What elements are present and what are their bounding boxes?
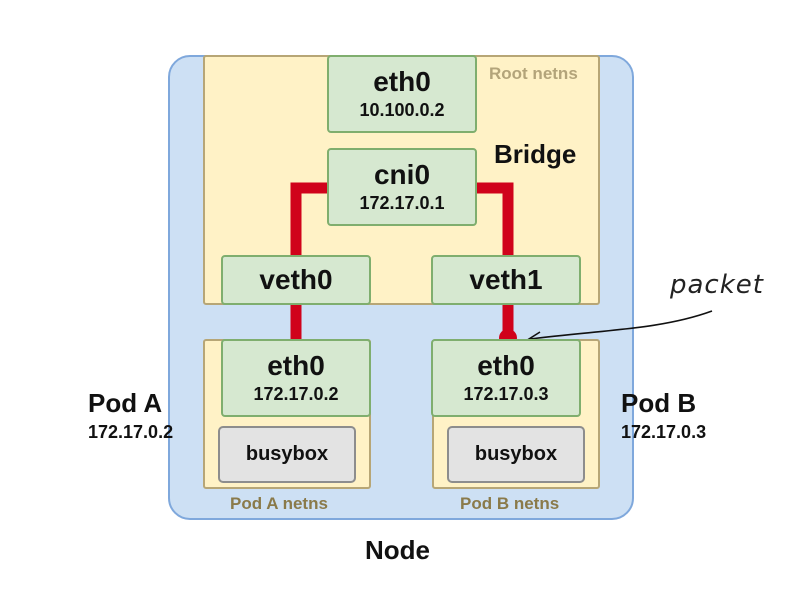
pod-a-eth0-name: eth0 bbox=[267, 350, 325, 381]
pod-b-label: Pod B bbox=[621, 388, 697, 418]
root-eth0-name: eth0 bbox=[373, 66, 431, 97]
bridge-label: Bridge bbox=[494, 139, 577, 169]
veth1-name: veth1 bbox=[469, 264, 543, 295]
veth0-name: veth0 bbox=[259, 264, 333, 295]
packet-annotation: packet bbox=[670, 270, 764, 300]
cni0-bridge[interactable]: cni0 172.17.0.1 bbox=[327, 148, 477, 226]
pod-a-eth0-ip: 172.17.0.2 bbox=[253, 384, 339, 404]
pod-b-netns-label: Pod B netns bbox=[460, 494, 560, 513]
pod-b-eth0[interactable]: eth0 172.17.0.3 bbox=[431, 339, 581, 417]
pod-b-busybox[interactable]: busybox bbox=[447, 426, 585, 483]
root-eth0[interactable]: eth0 10.100.0.2 bbox=[327, 55, 477, 133]
pod-b-ip: 172.17.0.3 bbox=[621, 422, 707, 442]
pod-b-eth0-ip: 172.17.0.3 bbox=[463, 384, 549, 404]
pod-a-label: Pod A bbox=[88, 388, 163, 418]
root-netns-label: Root netns bbox=[489, 64, 578, 83]
pod-b-eth0-name: eth0 bbox=[477, 350, 535, 381]
veth1[interactable]: veth1 bbox=[431, 255, 581, 305]
pod-a-eth0[interactable]: eth0 172.17.0.2 bbox=[221, 339, 371, 417]
pod-a-busybox[interactable]: busybox bbox=[218, 426, 356, 483]
veth0[interactable]: veth0 bbox=[221, 255, 371, 305]
cni0-ip: 172.17.0.1 bbox=[359, 193, 445, 213]
node-label: Node bbox=[365, 535, 430, 565]
pod-a-netns-label: Pod A netns bbox=[230, 494, 328, 513]
root-eth0-ip: 10.100.0.2 bbox=[359, 100, 445, 120]
cni0-name: cni0 bbox=[373, 159, 431, 190]
pod-a-ip: 172.17.0.2 bbox=[88, 422, 174, 442]
